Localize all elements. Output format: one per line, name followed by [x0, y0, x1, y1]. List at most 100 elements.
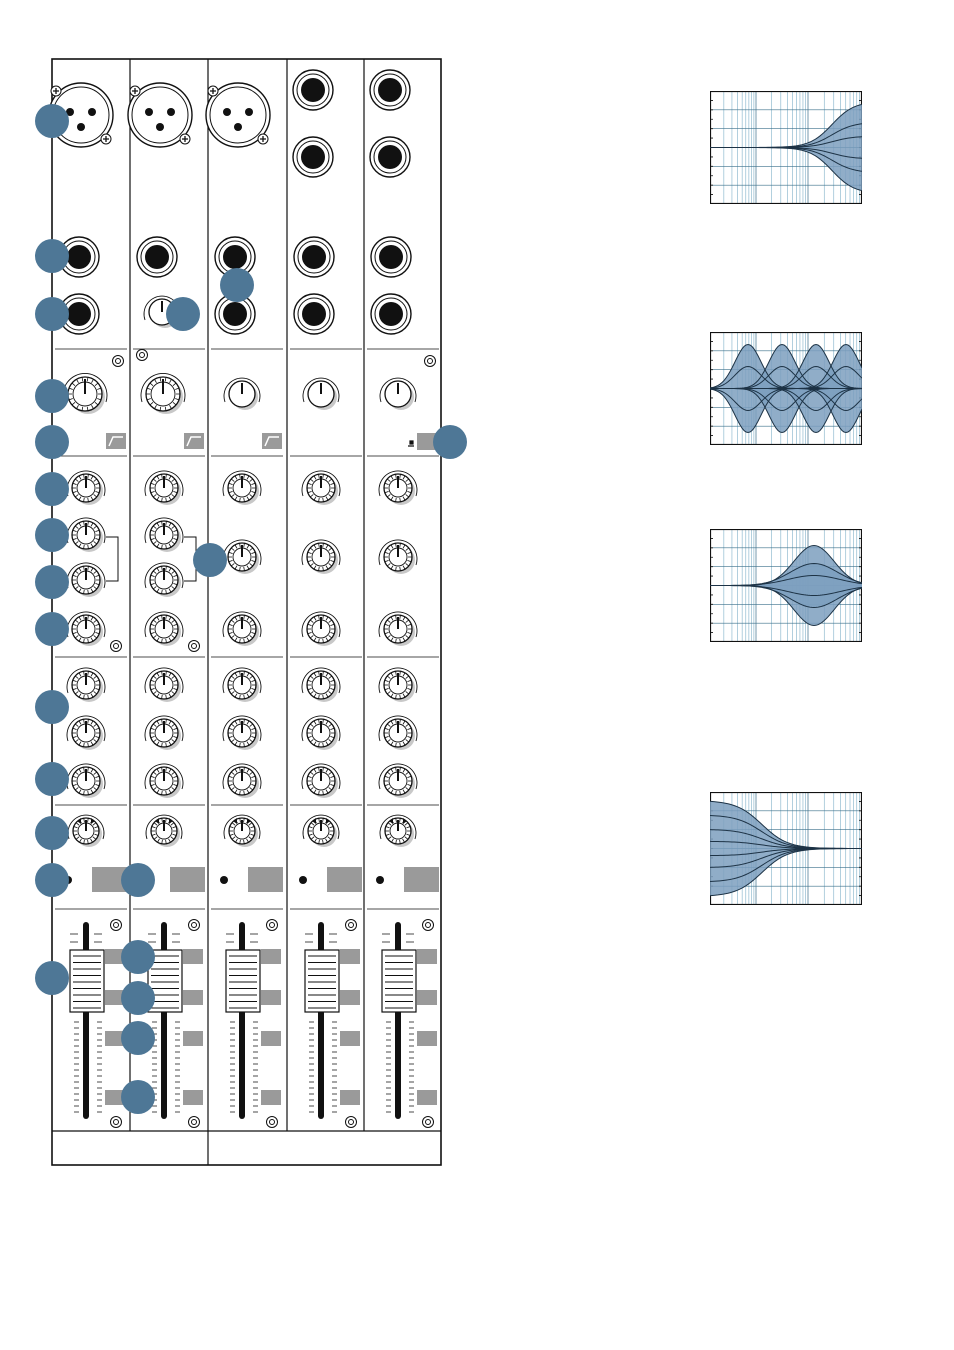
- fader-cap[interactable]: [226, 950, 260, 1012]
- rotary-knob-icon[interactable]: [223, 716, 261, 750]
- assign-1-2-button[interactable]: [183, 949, 203, 964]
- jack-hole: [379, 302, 403, 326]
- callout-marker-c-trim: [166, 297, 200, 331]
- low-cut-button[interactable]: [262, 433, 282, 449]
- channel-fader[interactable]: [226, 950, 260, 1012]
- rotary-knob-icon[interactable]: [302, 471, 340, 505]
- rotary-knob-icon[interactable]: [380, 378, 416, 410]
- panel-screw-icon: [189, 641, 200, 652]
- mute-button[interactable]: [404, 867, 439, 892]
- rotary-knob-icon[interactable]: [63, 373, 107, 414]
- rotary-knob-icon[interactable]: [223, 612, 261, 646]
- rotary-knob-icon[interactable]: [379, 471, 417, 505]
- xlr-pin: [145, 108, 153, 116]
- mute-button[interactable]: [170, 867, 205, 892]
- rotary-knob-icon[interactable]: [67, 668, 105, 702]
- rotary-knob-icon[interactable]: [224, 378, 260, 410]
- pfl-button[interactable]: [417, 1090, 437, 1105]
- rotary-knob-icon[interactable]: [145, 518, 183, 552]
- assign-3-4-button[interactable]: [261, 990, 281, 1005]
- mute-button[interactable]: [248, 867, 283, 892]
- channel-fader[interactable]: [305, 950, 339, 1012]
- rotary-knob-icon[interactable]: [379, 764, 417, 798]
- rotary-knob-icon[interactable]: [145, 612, 183, 646]
- channel-fader[interactable]: [70, 950, 104, 1012]
- mic-icon: [408, 441, 414, 446]
- xlr-pin: [245, 108, 253, 116]
- rotary-knob-icon[interactable]: [302, 764, 340, 798]
- assign-3-4-button[interactable]: [340, 990, 360, 1005]
- rotary-knob-icon[interactable]: [67, 716, 105, 750]
- mid-sweep-eq-graph: [710, 332, 862, 445]
- assign-1-2-button[interactable]: [261, 949, 281, 964]
- rotary-knob-icon[interactable]: [379, 612, 417, 646]
- high-shelf-eq-graph: [710, 91, 862, 204]
- pfl-button[interactable]: [183, 1090, 203, 1105]
- jack-hole: [378, 145, 402, 169]
- callout-marker-c-pan: [35, 816, 69, 850]
- rotary-knob-icon[interactable]: [145, 668, 183, 702]
- low-cut-button-face[interactable]: [262, 433, 282, 449]
- pfl-button[interactable]: [261, 1090, 281, 1105]
- rotary-knob-icon[interactable]: [223, 764, 261, 798]
- rotary-knob-icon[interactable]: [141, 373, 185, 414]
- callout-marker-c-gain: [35, 379, 69, 413]
- rotary-knob-icon[interactable]: [67, 612, 105, 646]
- rotary-knob-icon[interactable]: [145, 716, 183, 750]
- assign-3-4-button[interactable]: [417, 990, 437, 1005]
- rotary-knob-icon[interactable]: [145, 764, 183, 798]
- rotary-knob-icon[interactable]: [379, 540, 417, 574]
- rotary-knob-icon[interactable]: [146, 815, 182, 847]
- rotary-knob-icon[interactable]: [67, 471, 105, 505]
- rotary-knob-icon[interactable]: [302, 668, 340, 702]
- rotary-knob-icon[interactable]: [145, 471, 183, 505]
- fader-cap[interactable]: [305, 950, 339, 1012]
- rotary-knob-icon[interactable]: [303, 378, 339, 410]
- low-shelf-eq-graph: [710, 792, 862, 905]
- jack-hole: [378, 78, 402, 102]
- channel-strip-ch5: [364, 59, 439, 1131]
- rotary-knob-icon[interactable]: [67, 563, 105, 597]
- rotary-knob-icon[interactable]: [223, 471, 261, 505]
- panel-screw-icon: [346, 1117, 357, 1128]
- panel-screw-icon: [425, 356, 436, 367]
- main-mix-button[interactable]: [340, 1031, 360, 1046]
- rotary-knob-icon[interactable]: [67, 764, 105, 798]
- callout-marker-c-fx: [35, 762, 69, 796]
- rotary-knob-icon[interactable]: [224, 815, 260, 847]
- low-cut-button-face[interactable]: [184, 433, 204, 449]
- low-cut-button[interactable]: [106, 433, 126, 449]
- rotary-knob-icon[interactable]: [302, 716, 340, 750]
- mute-button[interactable]: [327, 867, 362, 892]
- rotary-knob-icon[interactable]: [302, 612, 340, 646]
- jack-hole: [223, 302, 247, 326]
- rotary-knob-icon[interactable]: [67, 518, 105, 552]
- pfl-button[interactable]: [340, 1090, 360, 1105]
- fader-cap[interactable]: [382, 950, 416, 1012]
- rotary-knob-icon[interactable]: [303, 815, 339, 847]
- callout-marker-c-aux-sends: [35, 690, 69, 724]
- rotary-knob-icon[interactable]: [379, 668, 417, 702]
- jack-hole: [302, 302, 326, 326]
- callout-marker-c-pfl: [121, 1021, 155, 1055]
- callout-marker-c-insert: [35, 297, 69, 331]
- rotary-knob-icon[interactable]: [145, 563, 183, 597]
- rotary-knob-icon[interactable]: [223, 540, 261, 574]
- assign-1-2-button[interactable]: [340, 949, 360, 964]
- rotary-knob-icon[interactable]: [223, 668, 261, 702]
- low-cut-button-face[interactable]: [106, 433, 126, 449]
- assign-3-4-button[interactable]: [183, 990, 203, 1005]
- rotary-knob-icon[interactable]: [68, 815, 104, 847]
- main-mix-button[interactable]: [261, 1031, 281, 1046]
- rotary-knob-icon[interactable]: [379, 716, 417, 750]
- assign-1-2-button[interactable]: [417, 949, 437, 964]
- fader-cap[interactable]: [70, 950, 104, 1012]
- rotary-knob-icon[interactable]: [380, 815, 416, 847]
- low-cut-button[interactable]: [184, 433, 204, 449]
- main-mix-button[interactable]: [183, 1031, 203, 1046]
- channel-fader[interactable]: [382, 950, 416, 1012]
- xlr-pin: [88, 108, 96, 116]
- rotary-knob-icon[interactable]: [302, 540, 340, 574]
- main-mix-button[interactable]: [417, 1031, 437, 1046]
- panel-screw-icon: [423, 1117, 434, 1128]
